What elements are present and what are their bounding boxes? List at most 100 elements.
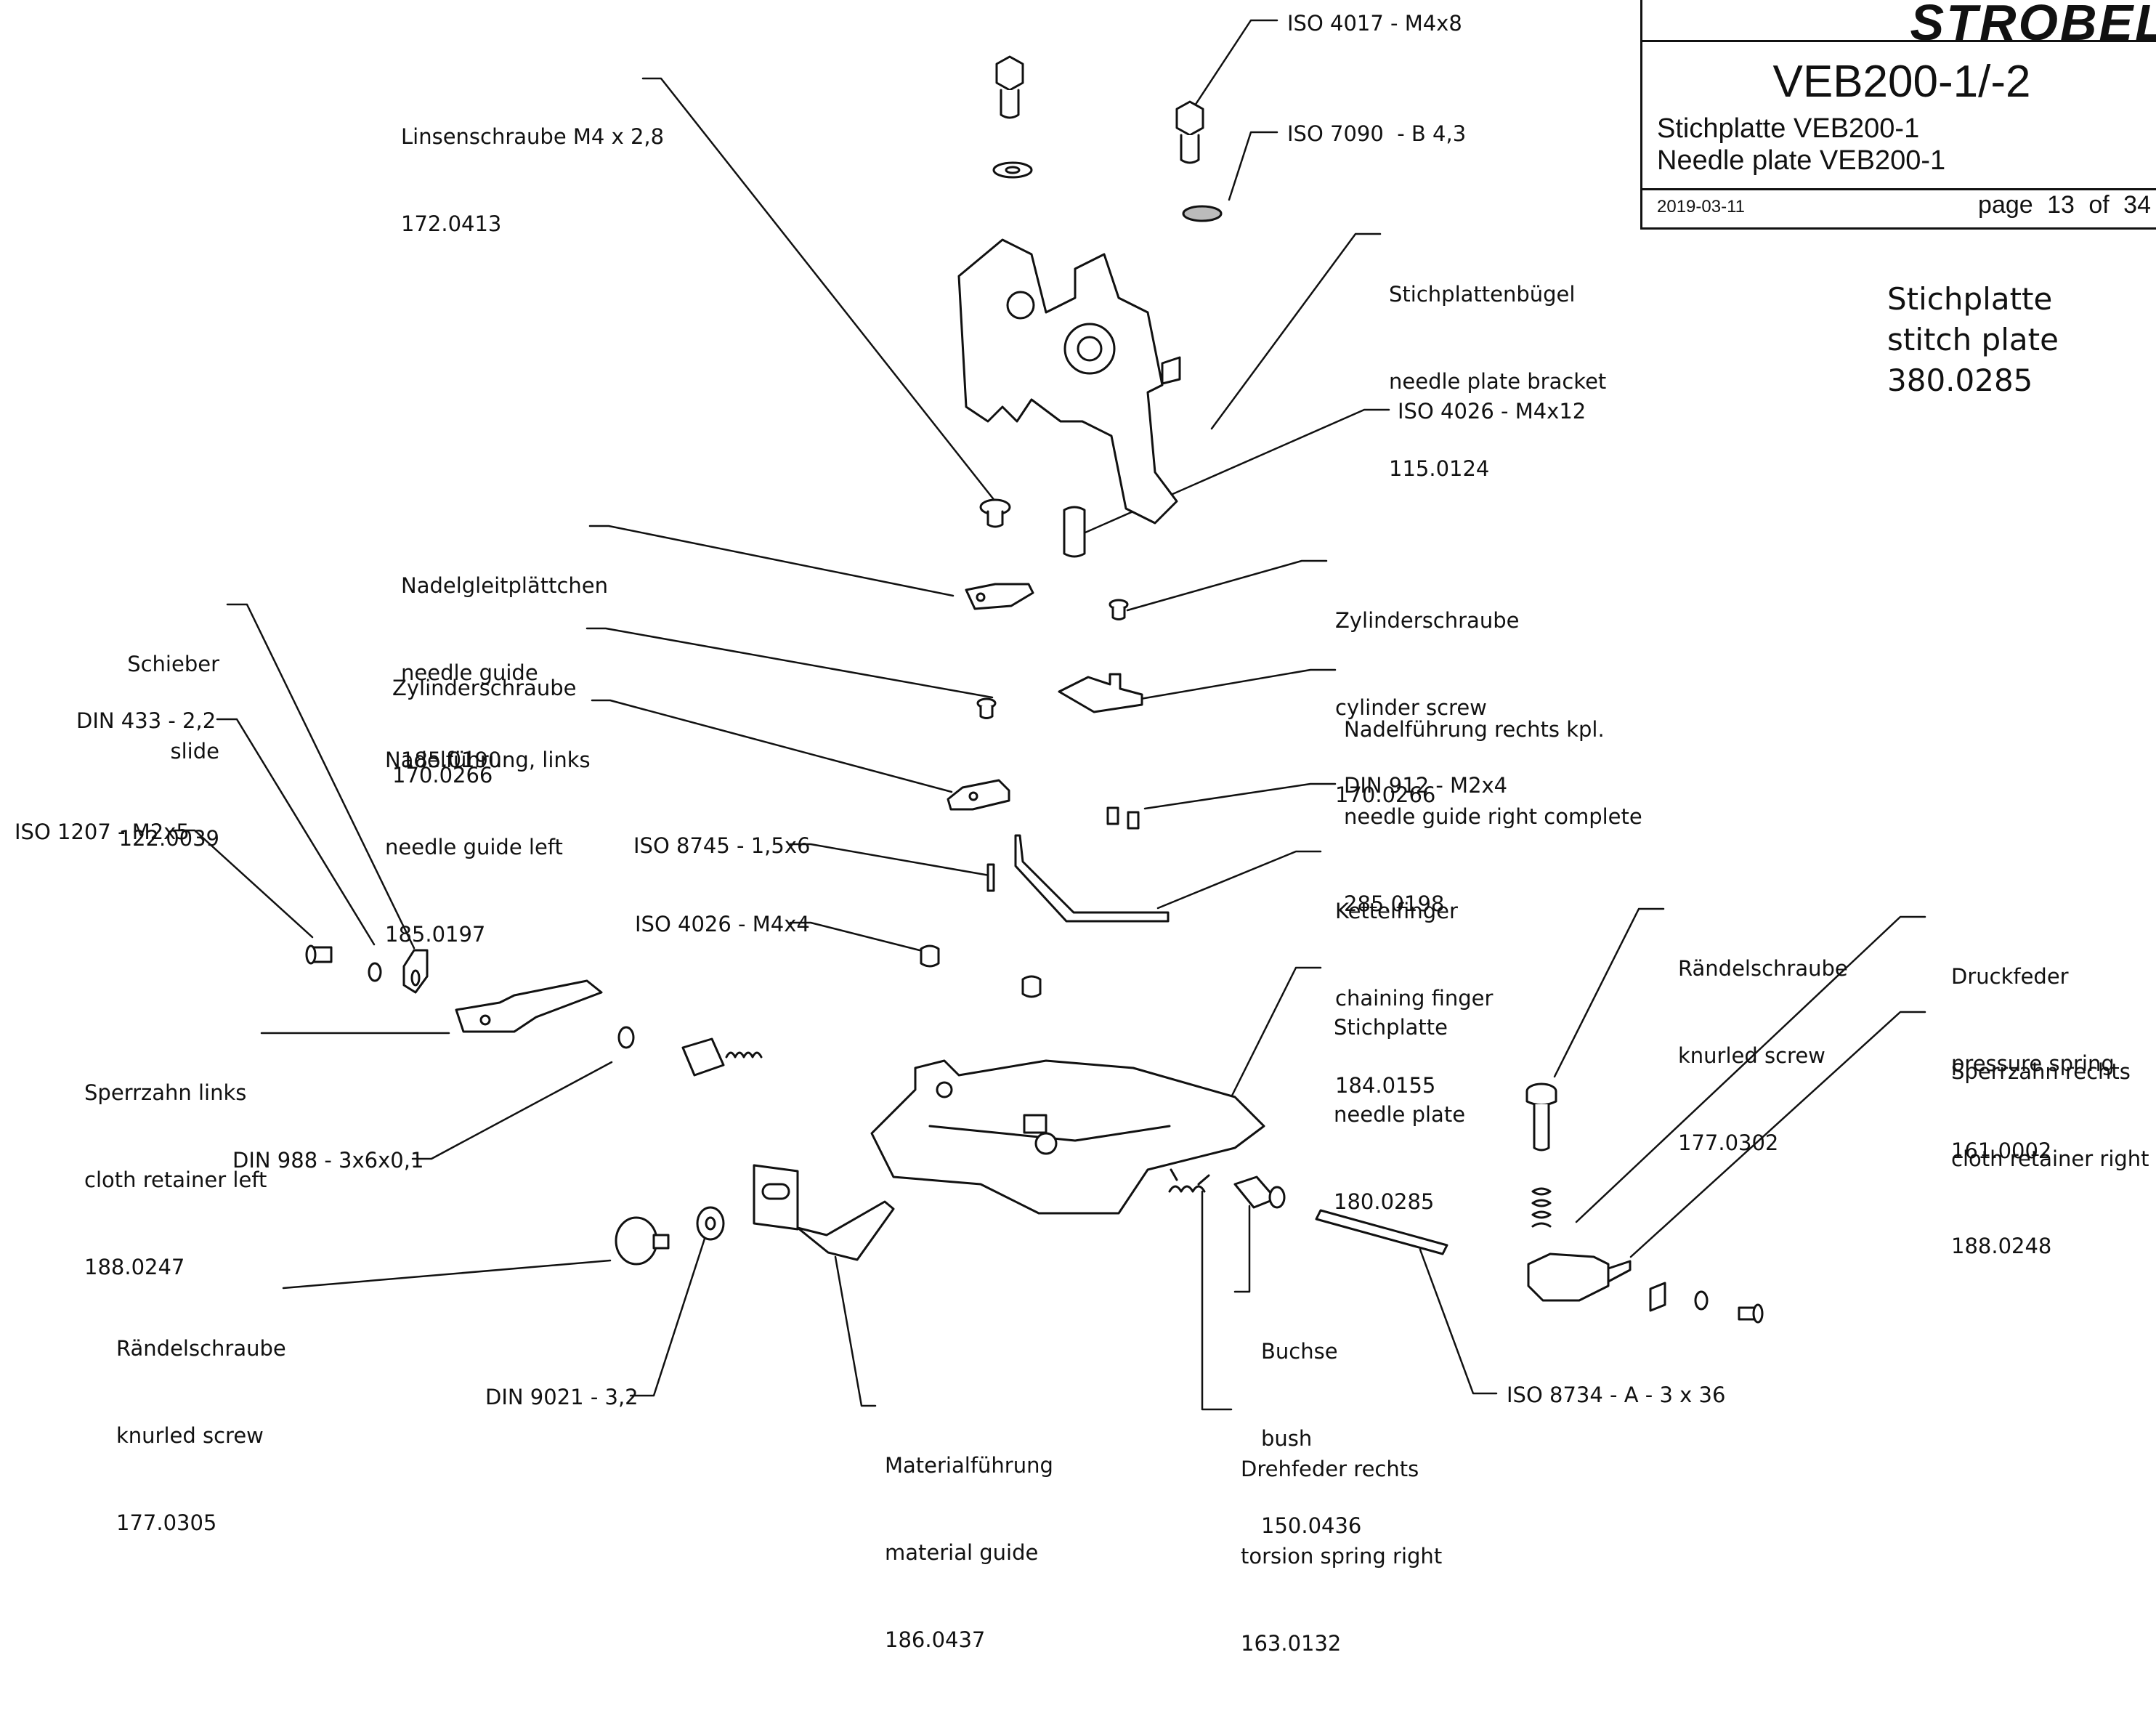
cloth-retainer-right-part (1527, 1252, 1632, 1302)
label-line: 177.0305 (116, 1510, 217, 1535)
label-line: 170.0266 (1335, 782, 1436, 807)
assembly-name-english: stitch plate (1887, 322, 2059, 357)
assembly-label: Stichplatte stitch plate 380.0285 (1887, 279, 2059, 401)
chaining-finger-part (1014, 834, 1170, 923)
label-knurled-screw-right: Rändelschraube knurled screw 177.0302 (1678, 896, 1848, 1215)
material-guide-part (753, 1164, 895, 1261)
label-line: knurled screw (116, 1423, 264, 1448)
iso7090-washer (1182, 205, 1223, 222)
title-divider (1642, 188, 2156, 190)
label-line: cloth retainer left (84, 1167, 267, 1192)
leader-line (588, 525, 955, 597)
label-line: 170.0266 (392, 763, 493, 788)
needle-plate-part (870, 1059, 1265, 1215)
washer-upper (992, 161, 1033, 179)
leader-line (641, 77, 997, 503)
label-line: 188.0247 (84, 1255, 185, 1279)
leader-line (834, 1255, 877, 1407)
label-line: 177.0302 (1678, 1130, 1779, 1155)
needle-guide-left-part (947, 779, 1010, 811)
label-needle-guide-left: Nadelführung, links needle guide left 18… (385, 687, 591, 1007)
label-line: material guide (885, 1540, 1039, 1565)
cloth-retainer-left-part (455, 979, 603, 1033)
torsion-spring-part (1168, 1168, 1210, 1193)
iso4017-screw-upper (995, 55, 1024, 119)
label-line: chaining finger (1335, 986, 1494, 1011)
model-number: VEB200-1/-2 (1772, 57, 2031, 107)
leader-line (629, 1237, 706, 1397)
label-line: Nadelgleitplättchen (401, 573, 609, 598)
leader-line (1228, 131, 1278, 201)
iso8734-pin-part (1315, 1209, 1448, 1255)
leader-line (411, 1061, 613, 1160)
iso1207-screw (305, 944, 333, 965)
label-line: needle guide right complete (1344, 804, 1642, 829)
assembly-name-german: Stichplatte (1887, 281, 2053, 317)
label-iso7090: ISO 7090 - B 4,3 (1287, 121, 1467, 146)
label-torsion-spring: Drehfeder rechts torsion spring right 16… (1241, 1396, 1442, 1716)
leader-line (1419, 1248, 1498, 1395)
label-din988: DIN 988 - 3x6x0,1 (232, 1148, 424, 1173)
label-line: 188.0248 (1951, 1234, 2052, 1258)
label-kettelfinger: Kettelfinger chaining finger 184.0155 (1335, 838, 1493, 1158)
bush-left (681, 1037, 763, 1077)
knurled-screw-right-part (1525, 1082, 1557, 1152)
leader-line (173, 829, 314, 939)
slide-part (402, 949, 429, 994)
label-line: Drehfeder rechts (1241, 1457, 1419, 1481)
label-line: needle guide left (385, 835, 563, 859)
label-line: Stichplattenbügel (1389, 282, 1576, 307)
label-line: 180.0285 (1334, 1189, 1435, 1214)
label-line: torsion spring right (1241, 1544, 1443, 1569)
label-cylinder-screw-right: Zylinderschraube cylinder screw 170.0266 (1335, 548, 1519, 867)
label-line: Kettelfinger (1335, 899, 1458, 923)
leader-line (1156, 850, 1322, 910)
label-line: needle plate bracket (1389, 369, 1607, 394)
small-parts-right (1649, 1282, 1764, 1324)
needle-plate-bracket (957, 238, 1181, 525)
label-material-guide: Materialführung material guide 186.0437 (885, 1393, 1053, 1712)
label-line: needle plate (1334, 1102, 1466, 1127)
description-english: Needle plate VEB200-1 (1657, 145, 1946, 176)
iso4026-set-screw (1063, 506, 1086, 558)
label-line: Sperrzahn rechts (1951, 1059, 2131, 1084)
label-schieber: Schieber slide 122.0039 (109, 591, 219, 911)
parts-drawing-sheet: STROBEL VEB200-1/-2 Stichplatte VEB200-1… (15, 0, 2156, 1656)
leader-line (1629, 1011, 1926, 1258)
label-iso4026-m4x4: ISO 4026 - M4x4 (635, 912, 810, 936)
description-german: Stichplatte VEB200-1 (1657, 113, 1920, 144)
needle-guide-part (965, 583, 1034, 610)
knurled-screw-left-part (615, 1216, 670, 1266)
label-line: 172.0413 (401, 211, 502, 236)
leader-line (1233, 1205, 1251, 1293)
leader-line (591, 699, 953, 793)
label-line: 163.0132 (1241, 1631, 1342, 1656)
brand-logo: STROBEL (1910, 0, 2156, 51)
label-line: Sperrzahn links (84, 1080, 247, 1105)
label-line: Druckfeder (1951, 964, 2069, 989)
label-knurled-screw-left: Rändelschraube knurled screw 177.0305 (116, 1276, 286, 1595)
leader-line (1126, 559, 1328, 612)
cylinder-screw-left (976, 697, 997, 719)
exploded-view-drawing (173, 19, 1926, 1411)
label-needle-plate: Stichplatte needle plate 180.0285 (1334, 955, 1465, 1274)
label-bracket: Stichplattenbügel needle plate bracket 1… (1389, 222, 1606, 541)
leader-line (216, 718, 376, 946)
bush-right-part (1233, 1175, 1286, 1209)
leader-line (1210, 232, 1382, 430)
din9021-washer (696, 1206, 725, 1241)
label-line: pressure spring (1951, 1051, 2115, 1076)
label-line: 185.0197 (385, 922, 486, 947)
leader-line (585, 627, 994, 699)
label-line: bush (1261, 1426, 1313, 1451)
title-description: Stichplatte VEB200-1 Needle plate VEB200… (1657, 113, 1945, 177)
label-line: cylinder screw (1335, 695, 1487, 720)
label-needle-guide: Nadelgleitplättchen needle guide 185.019… (401, 513, 608, 833)
label-iso4017: ISO 4017 - M4x8 (1287, 11, 1462, 36)
label-line: needle guide (401, 660, 538, 685)
leader-line (282, 1259, 612, 1290)
din988-washer (617, 1026, 635, 1049)
iso8745-pin (986, 863, 995, 892)
label-iso4026-m4x12: ISO 4026 - M4x12 (1398, 399, 1586, 424)
set-screw-small (1021, 975, 1042, 998)
